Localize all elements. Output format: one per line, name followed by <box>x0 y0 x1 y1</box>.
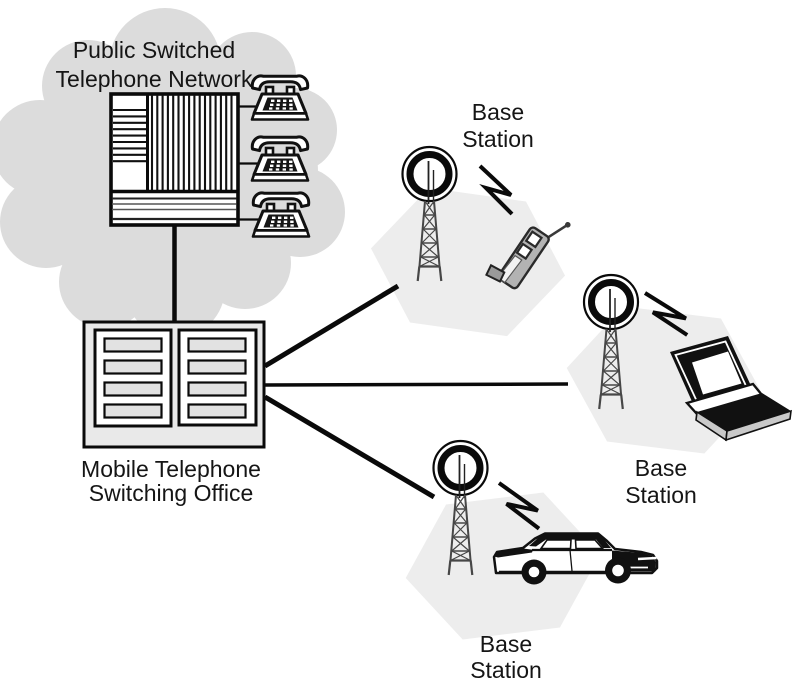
base-station-1-label-line2: Station <box>462 126 534 152</box>
laptop-icon <box>670 336 792 442</box>
link-lines <box>172 105 569 500</box>
base-station-3-label-line2: Station <box>470 657 542 683</box>
telephone-icon-3 <box>251 191 311 238</box>
cell-hexagon-1 <box>361 181 575 343</box>
radio-link-icon-3 <box>497 481 541 531</box>
link-mtso-bs1 <box>263 283 400 369</box>
base-station-2-label-line2: Station <box>625 482 697 508</box>
radio-link-icon-1 <box>478 164 514 216</box>
mtso-label-line1: Mobile Telephone <box>81 456 261 482</box>
base-station-2-label-line1: Base <box>635 455 687 481</box>
base-station-3-label-line1: Base <box>480 631 532 657</box>
link-mtso-bs2 <box>264 382 569 387</box>
base-station-1-label-line1: Base <box>472 99 524 125</box>
link-mtso-bs3 <box>263 394 436 500</box>
radio-link-icon-2 <box>643 291 689 337</box>
pstn-label-line2: Telephone Network <box>56 66 253 92</box>
pstn-label-line1: Public Switched <box>73 37 235 63</box>
telephone-icon-1 <box>250 74 310 121</box>
car-icon <box>492 532 659 585</box>
telephone-icon-2 <box>250 135 310 182</box>
mtso-icon <box>82 320 266 449</box>
mtso-label-line2: Switching Office <box>89 480 253 506</box>
mobile-phone-icon <box>485 222 571 290</box>
pstn-switch-icon <box>109 92 240 227</box>
